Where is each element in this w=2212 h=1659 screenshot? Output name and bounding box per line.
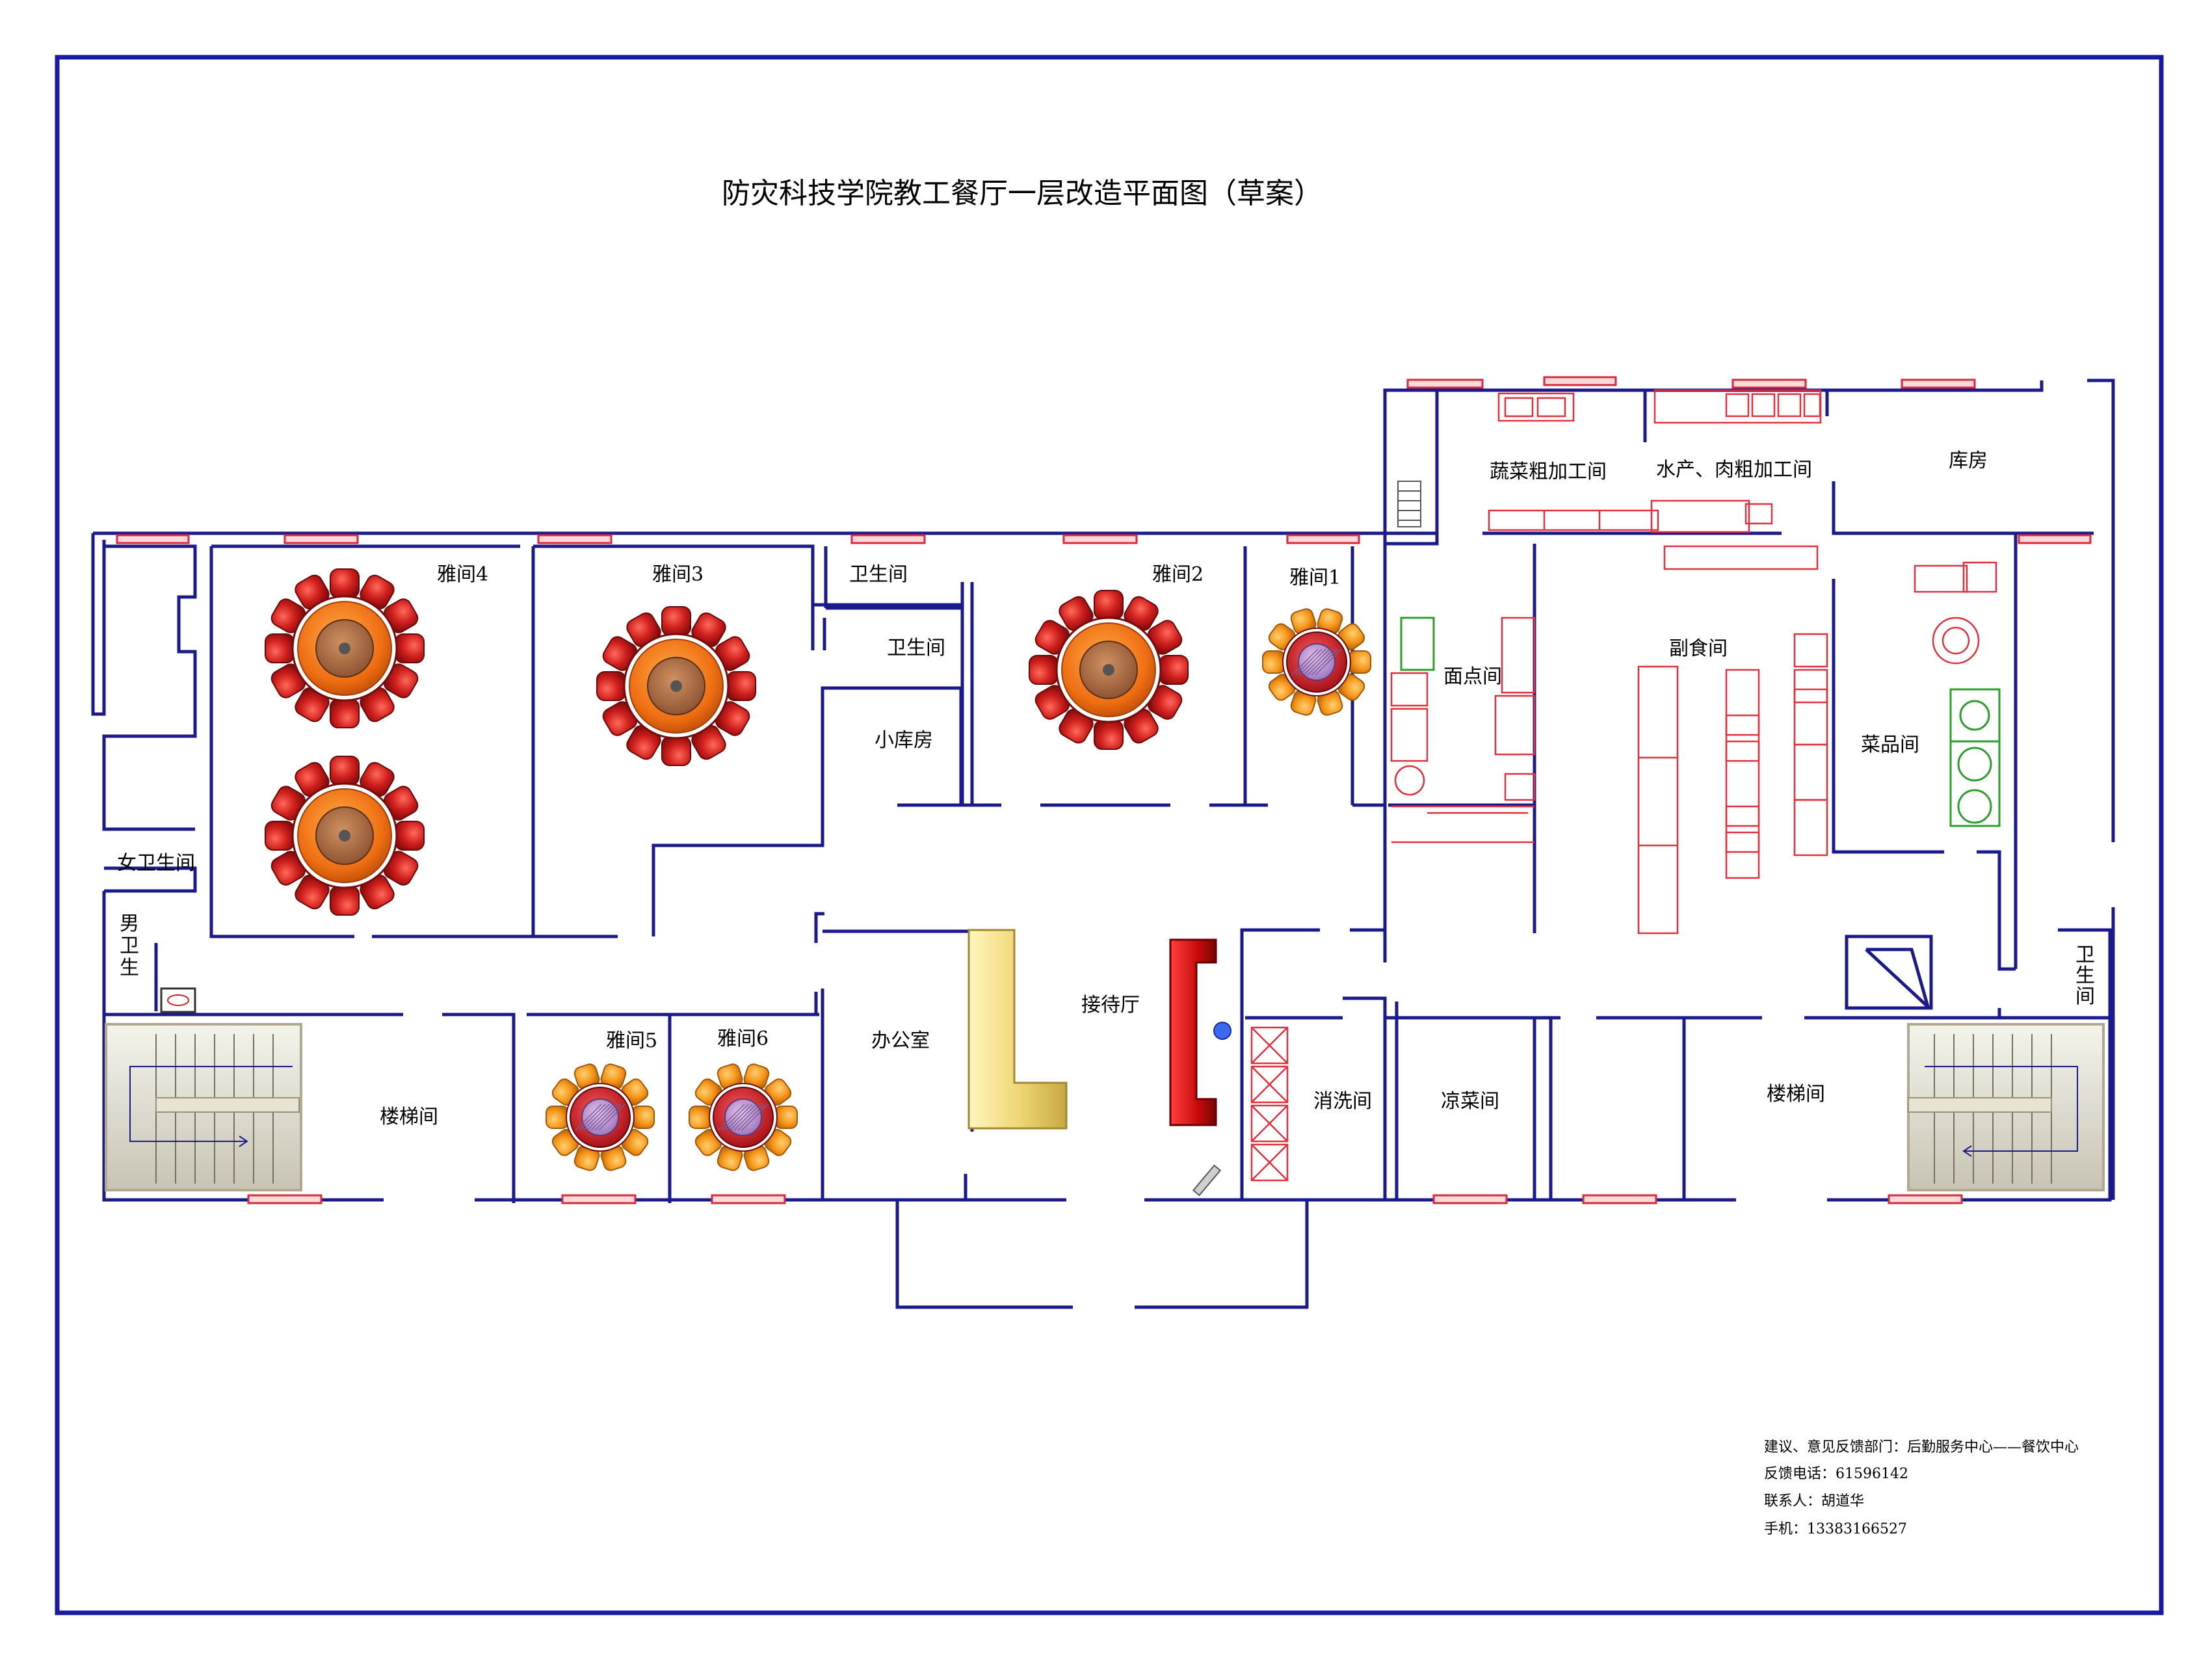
- chair: [1029, 655, 1059, 685]
- label-shucai: 蔬菜粗加工间: [1490, 460, 1607, 483]
- label-shuichan: 水产、肉粗加工间: [1656, 458, 1812, 481]
- chair: [1348, 650, 1371, 674]
- label-kufang: 库房: [1949, 449, 1988, 472]
- chair: [661, 736, 691, 766]
- small-round-table: [1262, 608, 1371, 716]
- chair: [395, 821, 425, 851]
- dining-tables: [265, 568, 1371, 1171]
- chair: [1094, 720, 1124, 750]
- vent-grille: [1397, 481, 1421, 527]
- chair: [631, 1106, 655, 1129]
- chair: [1159, 655, 1189, 685]
- plan-title: 防灾科技学院教工餐厅一层改造平面图（草案）: [722, 177, 1323, 210]
- contact-person: 联系人：胡道华: [1764, 1493, 1864, 1509]
- chair: [265, 633, 295, 663]
- mobile-number: 手机：13383166527: [1764, 1521, 1907, 1537]
- small-round-table: [546, 1063, 655, 1171]
- large-round-table: [596, 606, 756, 766]
- label-louti-left: 楼梯间: [380, 1106, 438, 1128]
- large-round-table: [265, 756, 425, 916]
- chair: [546, 1106, 569, 1129]
- large-round-table: [1029, 590, 1189, 750]
- label-xiaoxijian: 消洗间: [1313, 1090, 1372, 1113]
- table-center: [339, 830, 350, 842]
- glass-hatch: [1291, 648, 1342, 676]
- label-yajian6: 雅间6: [717, 1028, 769, 1050]
- chair: [265, 821, 295, 851]
- stairs-left: [105, 1023, 302, 1191]
- label-weisheng-right: 卫生间: [2075, 944, 2095, 1008]
- label-yajian5: 雅间5: [606, 1029, 657, 1052]
- stairs-right: [1907, 1023, 2105, 1191]
- chair: [330, 568, 360, 598]
- label-nv-weishengjian: 女卫生间: [117, 852, 195, 875]
- feedback-phone: 反馈电话：61596142: [1764, 1466, 1908, 1482]
- chair: [689, 1106, 712, 1129]
- chair: [726, 671, 756, 701]
- chair: [1262, 650, 1285, 674]
- label-miandianjian: 面点间: [1443, 665, 1502, 688]
- label-nan-weishengjian: 男卫生: [120, 912, 139, 979]
- cooking-equipment: [1400, 617, 2001, 827]
- label-weishengjian-b: 卫生间: [887, 637, 945, 659]
- chair: [395, 633, 425, 663]
- drawing-frame: [55, 55, 2164, 1615]
- chair: [330, 756, 360, 786]
- windows: [116, 376, 2092, 1204]
- glass-hatch: [575, 1104, 625, 1131]
- small-round-table: [689, 1063, 798, 1171]
- large-round-table: [265, 568, 425, 728]
- label-caipinjian: 菜品间: [1861, 734, 1919, 756]
- label-yajian1: 雅间1: [1289, 566, 1341, 589]
- feedback-info: 建议、意见反馈部门：后勤服务中心——餐饮中心 反馈电话：61596142 联系人…: [1764, 1439, 2079, 1537]
- table-center: [670, 680, 682, 692]
- table-center: [1103, 664, 1114, 676]
- chair: [661, 606, 691, 636]
- reception-chair: [1213, 1022, 1231, 1040]
- label-xiaokufang: 小库房: [875, 729, 933, 752]
- label-bangongshi: 办公室: [871, 1029, 930, 1052]
- feedback-dept: 建议、意见反馈部门：后勤服务中心——餐饮中心: [1764, 1439, 2079, 1455]
- chair: [596, 671, 626, 701]
- table-center: [339, 643, 350, 654]
- label-jiedaiting: 接待厅: [1081, 994, 1140, 1016]
- label-yajian4: 雅间4: [437, 563, 488, 586]
- chair: [330, 698, 360, 728]
- chair: [1094, 590, 1124, 620]
- toilet-fixture: [160, 987, 196, 1013]
- glass-hatch: [718, 1104, 769, 1131]
- office-counter: [968, 929, 1068, 1130]
- room-labels: 雅间4 雅间3 卫生间 雅间2 雅间1 卫生间 小库房 女卫生间 楼梯间 雅间5…: [117, 449, 2095, 1128]
- reception-desk: [1169, 938, 1231, 1197]
- label-louti-right: 楼梯间: [1767, 1083, 1825, 1106]
- label-weishengjian-a: 卫生间: [849, 563, 908, 586]
- label-liangcaijian: 凉菜间: [1441, 1090, 1499, 1113]
- chair: [330, 886, 360, 916]
- chair: [774, 1106, 798, 1129]
- kitchen-equipment: [1250, 389, 1997, 1182]
- label-yajian2: 雅间2: [1152, 563, 1204, 586]
- label-fushijian: 副食间: [1669, 637, 1728, 660]
- label-yajian3: 雅间3: [652, 563, 704, 586]
